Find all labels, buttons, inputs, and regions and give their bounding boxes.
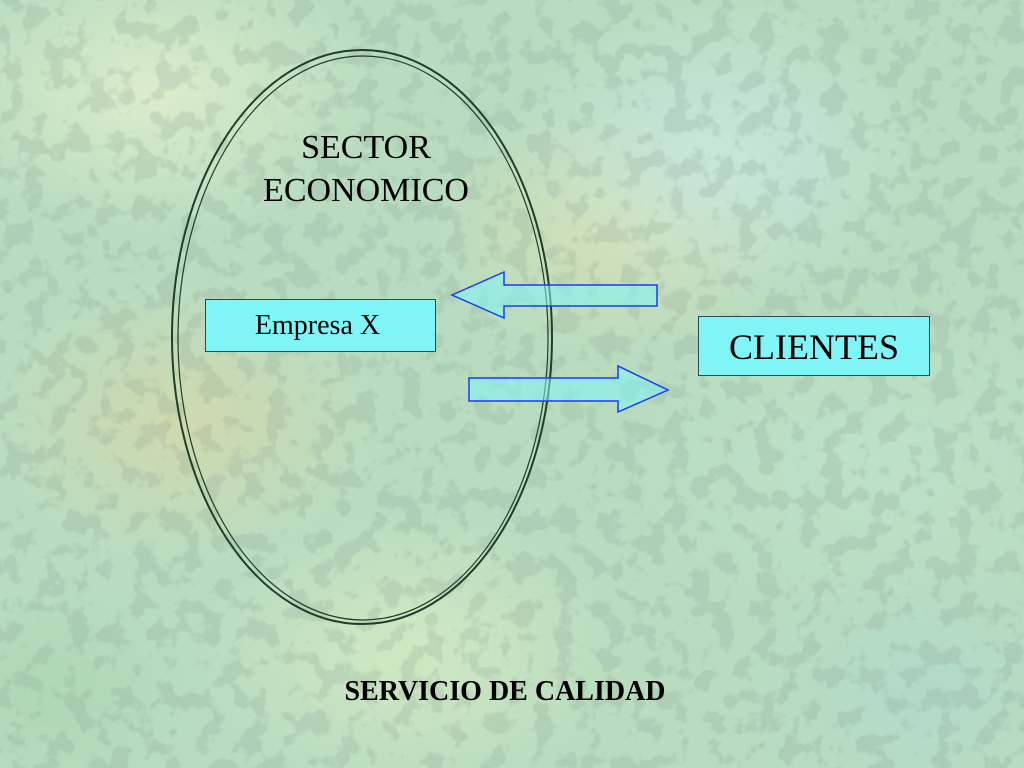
- sector-title-line-2: ECONOMICO: [263, 172, 469, 209]
- clientes-box: CLIENTES: [698, 316, 930, 376]
- sector-title-line-1: SECTOR: [301, 129, 431, 166]
- empresa-x-box: Empresa X: [205, 299, 436, 352]
- servicio-de-calidad-title: SERVICIO DE CALIDAD: [344, 676, 666, 707]
- arrow-left-icon: [450, 270, 658, 320]
- arrow-right-icon: [468, 364, 670, 414]
- sector-economico-title: SECTOR ECONOMICO: [226, 126, 506, 212]
- sector-ellipse: [171, 49, 553, 625]
